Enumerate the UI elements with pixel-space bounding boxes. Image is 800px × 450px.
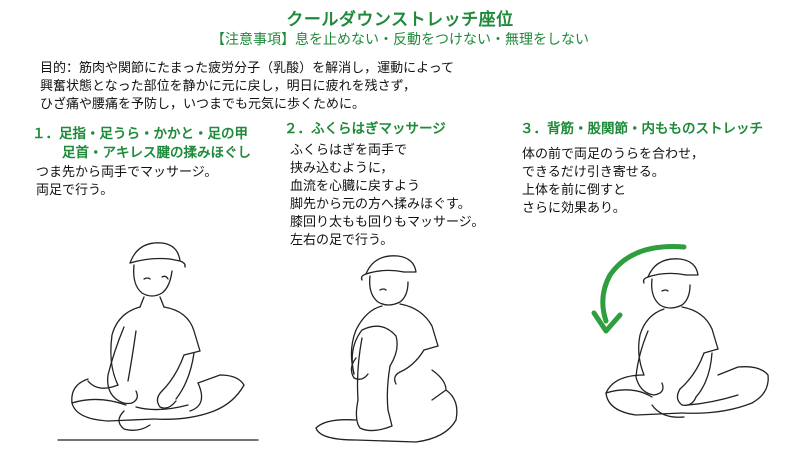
- step2-body-line: 挟み込むように，: [290, 161, 394, 176]
- seated-butterfly-stretch-illustration: [591, 244, 769, 418]
- purpose-line: 興奮状態となった部位を静かに元に戻し，明日に疲れを残さず，: [40, 79, 416, 94]
- step3-heading: ３．背筋・股関節・内もものストレッチ: [520, 120, 763, 139]
- forward-bend-arrow-icon: [600, 244, 687, 324]
- caution-notes: 【注意事項】息を止めない・反動をつけない・無理をしない: [211, 32, 589, 48]
- step1-body: つま先から両手でマッサージ。 両足で行う。: [36, 164, 217, 200]
- step2-body-line: 左右の足で行う。: [290, 233, 394, 248]
- step1-heading: １．足指・足うら・かかと・足の甲 足首・アキレス腱の揉みほぐし: [32, 125, 251, 163]
- step2-body-line: 脚先から元の方へ揉みほぐす。: [290, 197, 471, 212]
- purpose-line: ひざ痛や腰痛を予防し，いつまでも元気に歩くために。: [40, 97, 366, 112]
- seated-calf-massage-illustration: [315, 255, 458, 443]
- step3-body: 体の前で両足のうらを合わせ， できるだけ引き寄せる。 上体を前に倒すと さらに効…: [522, 146, 704, 218]
- step3-body-line: 上体を前に倒すと: [522, 183, 627, 198]
- step3-body-line: さらに効果あり。: [522, 201, 626, 216]
- purpose-line: 目的：筋肉や関節にたまった疲労分子（乳酸）を解消し，運動によって: [40, 61, 455, 76]
- step2-body-line: ふくらはぎを両手で: [290, 143, 408, 158]
- step1-heading-line: １．足指・足うら・かかと・足の甲: [32, 126, 248, 142]
- purpose-text: 目的：筋肉や関節にたまった疲労分子（乳酸）を解消し，運動によって 興奮状態となっ…: [40, 60, 760, 114]
- step2-heading: ２．ふくらはぎマッサージ: [284, 120, 446, 139]
- step3-heading-line: ３．背筋・股関節・内もものストレッチ: [520, 121, 763, 137]
- step1-body-line: つま先から両手でマッサージ。: [36, 165, 218, 180]
- step2-heading-line: ２．ふくらはぎマッサージ: [284, 121, 446, 137]
- seated-foot-massage-illustration: [57, 242, 259, 441]
- step2-body-line: 血流を心臓に戻すよう: [290, 179, 421, 194]
- step1-heading-line: 足首・アキレス腱の揉みほぐし: [62, 145, 251, 161]
- arrow-head-icon: [591, 310, 623, 334]
- step2-body-line: 膝回り太もも回りもマッサージ。: [290, 215, 485, 230]
- step1-body-line: 両足で行う。: [36, 183, 114, 198]
- step3-body-line: 体の前で両足のうらを合わせ，: [522, 147, 705, 162]
- page-title: クールダウンストレッチ座位: [286, 10, 514, 30]
- step2-body: ふくらはぎを両手で 挟み込むように， 血流を心臓に戻すよう 脚先から元の方へ揉み…: [290, 142, 484, 250]
- step3-body-line: できるだけ引き寄せる。: [522, 165, 665, 180]
